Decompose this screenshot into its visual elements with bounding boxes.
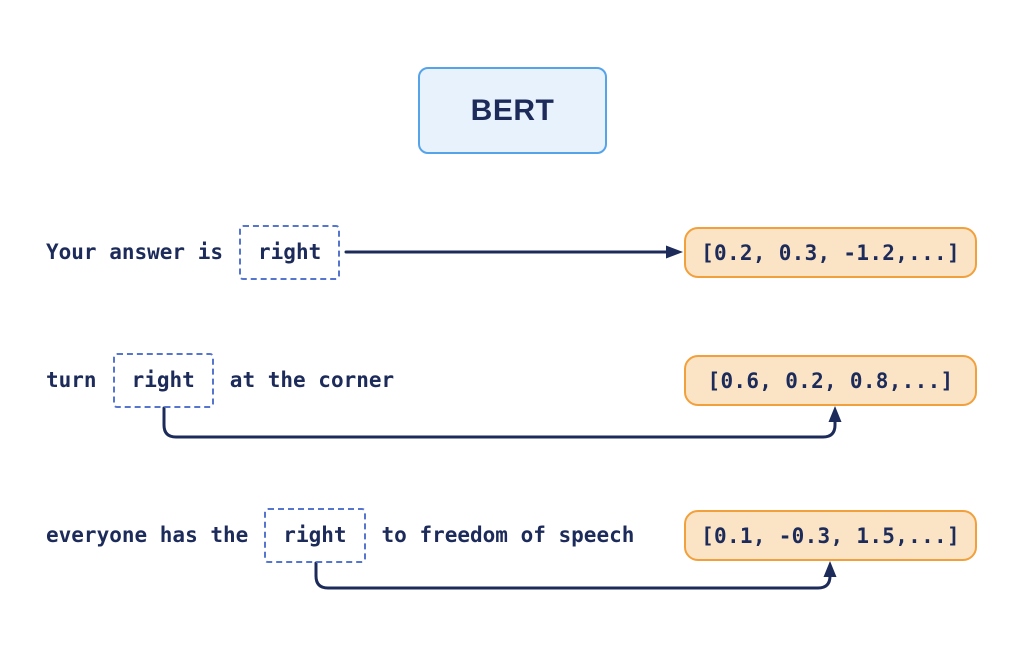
connector-row2-arrowhead — [828, 406, 842, 422]
token-label-1: right — [258, 240, 322, 264]
sentence-1-prefix: Your answer is — [46, 240, 224, 264]
bert-model-box: BERT — [418, 67, 607, 154]
token-box-3: right — [264, 507, 366, 563]
embedding-vector-box-3: [0.1, -0.3, 1.5,...] — [684, 510, 977, 561]
sentence-row-1: Your answer is right — [46, 224, 356, 280]
sentence-2-suffix: at the corner — [229, 368, 395, 392]
sentence-row-3: everyone has the right to freedom of spe… — [46, 507, 634, 563]
token-label-2: right — [131, 368, 195, 392]
token-box-1: right — [239, 224, 341, 280]
sentence-3-prefix: everyone has the — [46, 523, 249, 547]
token-label-3: right — [283, 523, 347, 547]
embedding-vector-3-label: [0.1, -0.3, 1.5,...] — [701, 523, 960, 548]
connector-row2-line — [162, 406, 837, 439]
sentence-3-suffix: to freedom of speech — [381, 523, 635, 547]
embedding-vector-1-label: [0.2, 0.3, -1.2,...] — [701, 240, 960, 265]
bert-label: BERT — [470, 93, 555, 127]
connector-row3-arrowhead — [823, 561, 837, 577]
arrow-row1-head — [666, 245, 683, 259]
connector-row3-line — [314, 561, 832, 590]
token-box-2: right — [112, 352, 214, 408]
embedding-vector-box-1: [0.2, 0.3, -1.2,...] — [684, 227, 977, 278]
sentence-row-2: turn right at the corner — [46, 352, 394, 408]
embedding-vector-2-label: [0.6, 0.2, 0.8,...] — [707, 368, 954, 393]
sentence-2-prefix: turn — [46, 368, 97, 392]
embedding-vector-box-2: [0.6, 0.2, 0.8,...] — [684, 355, 977, 406]
